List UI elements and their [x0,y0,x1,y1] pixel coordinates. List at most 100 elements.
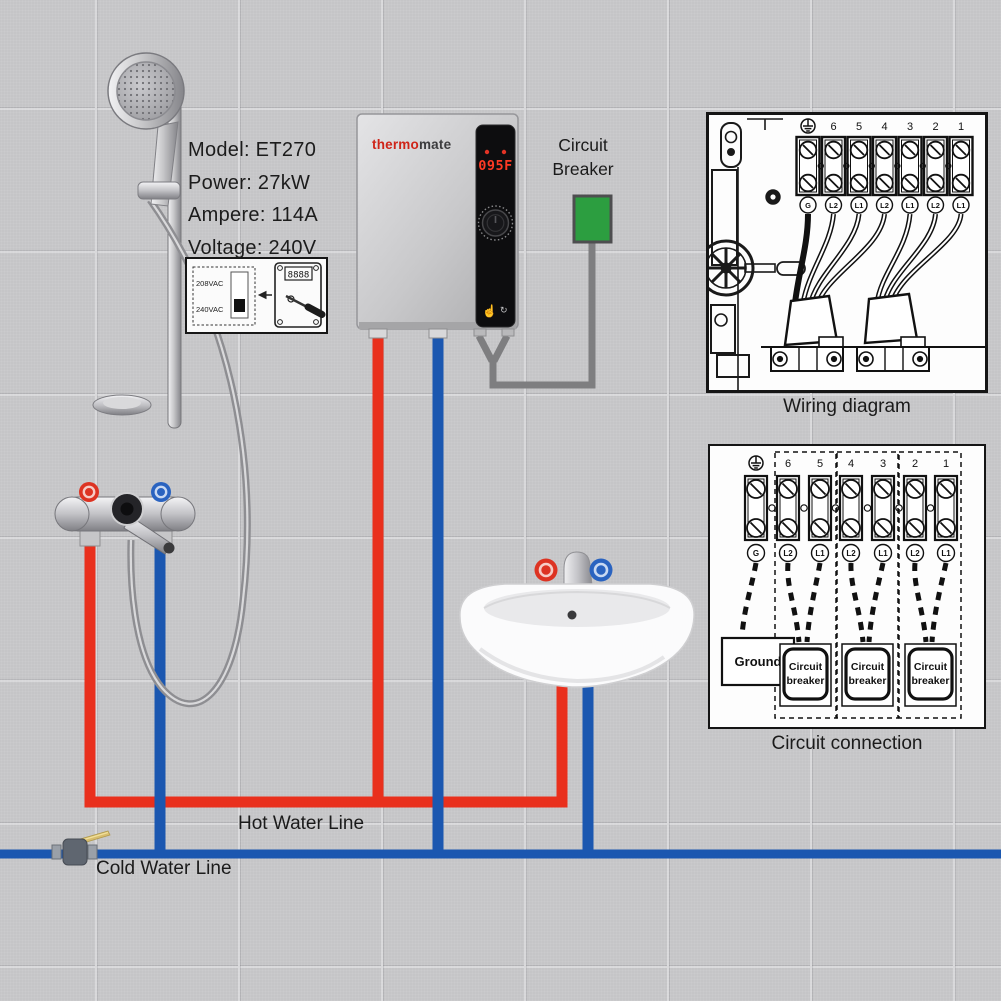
svg-text:L1: L1 [957,201,966,210]
svg-text:L1: L1 [941,549,951,558]
terminal-block [743,474,959,542]
terminal-number: 5 [856,121,862,133]
unit-toggle-icon: ↻ [500,305,508,315]
circuit-connection-caption: Circuit connection [771,733,923,754]
cold-indicator-dot [151,482,171,502]
svg-text:L2: L2 [783,549,793,558]
voltage-option-bottom: 240VAC [196,305,224,314]
svg-text:L1: L1 [815,549,825,558]
circuit-breaker-label: Circuit Breaker [552,135,614,179]
status-led-right [501,149,507,155]
svg-text:L1: L1 [878,549,888,558]
svg-text:breaker: breaker [912,675,950,687]
svg-text:breaker: breaker [849,675,887,687]
terminal-number: 5 [817,458,823,470]
svg-text:G: G [753,549,759,558]
hot-water-line-label: Hot Water Line [238,813,365,834]
cold-inlet-port [428,328,448,339]
touch-icon: ☝ [482,303,497,318]
circuit-connection-panel: 6 5 4 3 2 1 [708,444,986,729]
svg-text:L1: L1 [855,201,864,210]
cold-water-line-label: Cold Water Line [96,858,232,879]
valve-body [62,838,88,866]
terminal-wires [792,213,964,308]
inset-display: 8888 [288,271,310,281]
heater-internals-sketch [709,118,806,390]
svg-text:Circuit: Circuit [914,661,948,673]
terminal-screws [798,140,971,193]
valve-nut-left [51,844,62,860]
connection-wires [739,562,949,643]
water-heater: thermomate 095F ☝ ↻ [356,113,519,339]
control-knob [477,205,514,241]
svg-text:L2: L2 [931,201,940,210]
temperature-display: 095F [478,158,513,174]
wire-gland-left [473,328,487,337]
shower-head [107,52,185,130]
terminal-labels: G L2 L1 L2 L1 L2 L1 [799,196,970,214]
svg-text:Ground: Ground [735,654,782,669]
voltage-option-top: 208VAC [196,279,224,288]
spec-list: Model: ET270 Power: 27kW Ampere: 114A Vo… [188,134,318,264]
valve-nut-right [87,844,98,860]
screwdriver-icon [285,294,326,318]
voltage-switch [230,271,249,319]
svg-text:L2: L2 [910,549,920,558]
terminal-number: 4 [848,458,854,470]
wire-gland-right [501,328,515,337]
voltage-selector-inset: 208VAC 240VAC 8888 [185,257,328,334]
sink [459,551,695,688]
voltage-options-frame [192,266,256,326]
hot-indicator-dot [534,558,558,582]
terminal-screws [746,479,956,538]
heater-unit-sketch [274,262,322,328]
spec-voltage: Voltage: 240V [188,236,317,259]
breaker-box-1: Circuit breaker [779,643,832,707]
svg-text:L1: L1 [906,201,915,210]
terminal-number: 6 [785,458,791,470]
svg-text:L2: L2 [880,201,889,210]
terminal-number: 2 [932,121,938,133]
spec-power: Power: 27kW [188,171,311,194]
terminal-number: 3 [907,121,913,133]
rail-holder [137,181,181,200]
terminal-number: 4 [881,121,887,133]
wiring-diagram-caption: Wiring diagram [783,396,911,417]
terminal-number: 3 [880,458,886,470]
wall-escutcheon [92,394,152,416]
svg-text:breaker: breaker [787,675,825,687]
shower-mixer-valve [54,482,196,555]
pipe-fittings [368,328,515,339]
brand-logo: thermomate [372,137,452,152]
svg-text:L2: L2 [846,549,856,558]
circuit-breaker-box [572,194,613,244]
svg-text:Circuit: Circuit [789,661,823,673]
breaker-box-3: Circuit breaker [904,643,957,707]
spec-ampere: Ampere: 114A [188,204,318,226]
cable-clamps [761,292,985,372]
terminal-block [795,135,974,197]
wiring-diagram-panel: 6 5 4 3 2 1 G L2 L1 L2 L1 L2 L1 [706,112,988,393]
terminal-number: 1 [943,458,949,470]
sink-basin [459,583,695,688]
terminal-labels: G L2 L1 L2 L1 L2 L1 [746,543,956,563]
power-wire [475,238,596,389]
terminal-number: 2 [912,458,918,470]
shower-hose [127,197,251,708]
ground-symbol [748,455,764,471]
breaker-box-2: Circuit breaker [841,643,894,707]
svg-text:G: G [805,201,811,210]
spec-model: Model: ET270 [188,139,317,161]
arrow-left-icon [257,290,272,300]
status-led-left [484,149,490,155]
circuit-group-frames [774,451,962,719]
svg-text:L2: L2 [829,201,838,210]
terminal-number: 1 [958,121,964,133]
ground-symbol [800,118,816,134]
cold-indicator-dot [589,558,613,582]
hot-indicator-dot [79,482,99,502]
hot-water-pipe-run [84,528,568,808]
svg-text:Circuit: Circuit [851,661,885,673]
